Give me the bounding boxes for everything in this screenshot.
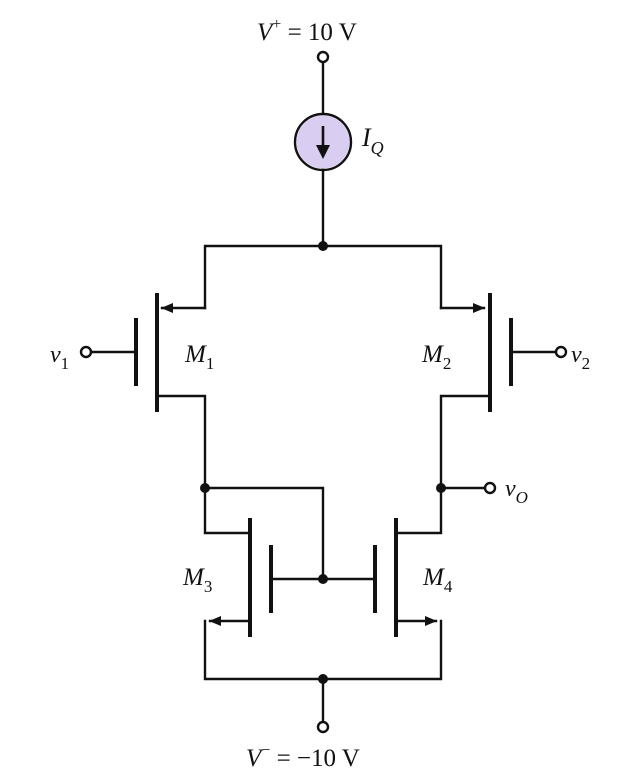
- junction-dot-m1-drain: [200, 483, 210, 493]
- v2-terminal: [554, 345, 568, 359]
- m1-drain-wire: [155, 394, 207, 490]
- m3-label: M3: [182, 564, 212, 596]
- m4-label: M4: [422, 564, 453, 596]
- v1-label: v1: [50, 342, 69, 373]
- vo-label: vO: [505, 476, 528, 507]
- m1-label: M1: [184, 341, 214, 373]
- vplus-label: V+ = 10 V: [257, 16, 357, 46]
- wire-bottom-rail: [203, 619, 443, 681]
- m2-drain-wire: [439, 394, 492, 490]
- v2-label: v2: [571, 342, 590, 373]
- junction-dot-top: [318, 241, 328, 251]
- m3-drain-wire: [203, 486, 252, 535]
- vminus-terminal: [316, 720, 330, 734]
- iq-label: IQ: [361, 123, 384, 158]
- junction-dot-bottom: [318, 674, 328, 684]
- v1-terminal: [79, 345, 93, 359]
- vminus-label: V− = −10 V: [246, 742, 360, 772]
- vo-terminal: [483, 481, 497, 495]
- wire-diode-connection: [203, 486, 325, 581]
- current-arrow-icon: [316, 145, 330, 159]
- m2-label: M2: [421, 341, 451, 373]
- junction-dot-output: [436, 483, 446, 493]
- m4-drain-wire: [394, 486, 443, 535]
- junction-dot-gates: [318, 574, 328, 584]
- vplus-terminal: [316, 50, 330, 64]
- wire-top-rail: [203, 244, 443, 310]
